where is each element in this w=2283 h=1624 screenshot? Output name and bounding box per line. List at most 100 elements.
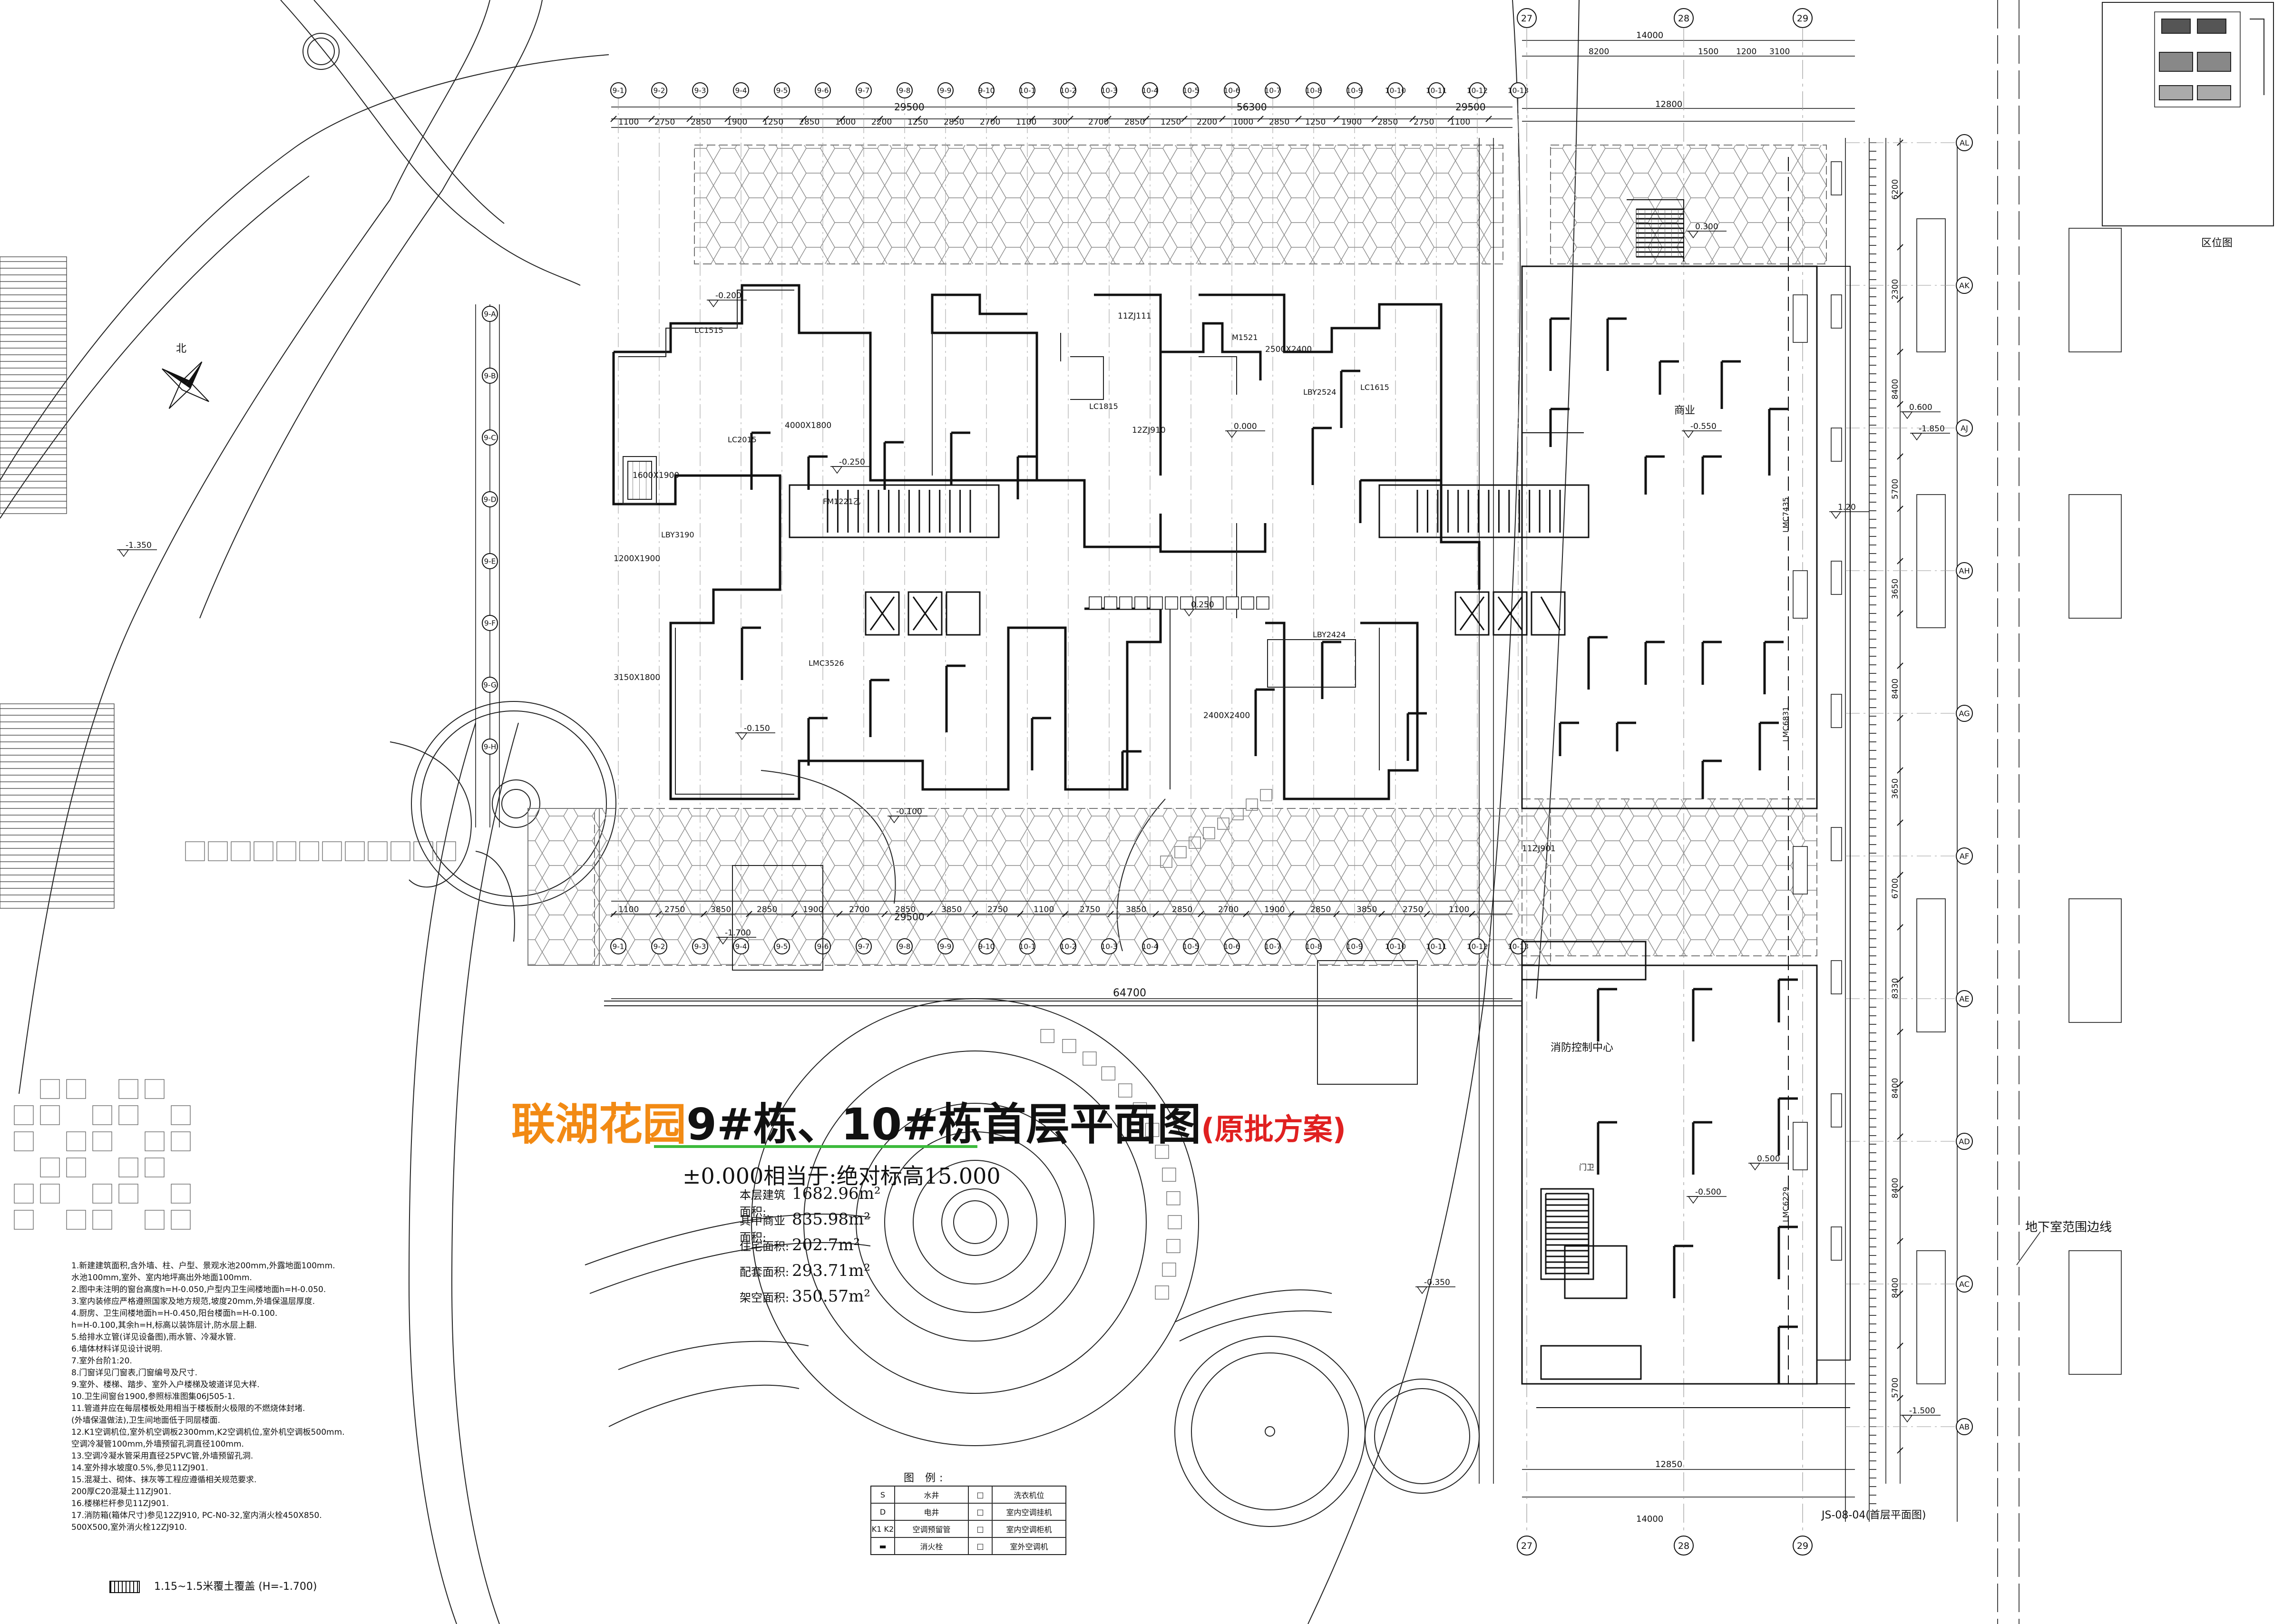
grid-axis-bubble: 9-2 [651,82,667,98]
grid-axis-label: 9-10 [978,87,995,95]
grid-axis-label: 10-8 [1306,87,1322,95]
grid-axis-label: 9-1 [613,943,624,951]
grid-axis-label: 9-8 [899,87,911,95]
note-line: 12.K1空调机位,室外机空调板2300mm,K2空调机位,室外机空调板500m… [71,1428,345,1437]
grid-axis-bubble: 9-E [482,553,498,569]
dimension-text: 6700 [1891,878,1900,899]
right-landscape [1845,0,2122,1624]
grid-axis-bubble: 9-3 [692,82,708,98]
level-value: 0.300 [1695,222,1718,232]
level-value: -1.500 [1909,1406,1935,1416]
building-name: 9#栋、10#栋首层平面图 [686,1099,1201,1150]
grid-axis-bubble: 9-H [482,739,498,755]
grid-axis-bubble: 10-2 [1060,938,1076,954]
window-strips [1089,161,1842,1261]
note-line: 200厚C20混凝土11ZJ901. [71,1487,172,1497]
area-label: 配套面积: [740,1265,790,1279]
note-line: 9.室外、楼梯、踏步、室外入户楼梯及坡道详见大样. [71,1380,260,1390]
left-deck [0,256,115,909]
site-boundary [604,865,1522,1085]
grid-axis-bubble: 9-B [482,368,498,384]
grid-axis-bubble: 10-5 [1183,938,1199,954]
dimension-text: 2700 [1218,905,1239,914]
grid-axis-label: 9-A [484,310,496,319]
grid-axis-label: 10-10 [1385,87,1406,95]
note-line: 5.给排水立管(详见设备图),雨水管、冷凝水管. [71,1332,236,1342]
legend-symbol: D [871,1503,895,1520]
grid-axis-bubble: 10-12 [1467,938,1488,954]
grid-axis-label: AJ [1961,424,1968,433]
drawing-title: 联湖花园9#栋、10#栋首层平面图(原批方案) [511,1089,1346,1152]
level-value: -0.250 [839,457,865,467]
dimension-text: 2750 [1080,905,1100,914]
dimension-text: 2200 [871,117,892,127]
dimension-text: 1100 [1016,117,1036,127]
grid-axis-bubble: 10-10 [1385,82,1406,98]
grid-axis-label: 9-D [484,496,497,504]
grid-axis-label: 29 [1797,13,1808,24]
dimension-text: 8200 [1589,47,1609,57]
grid-axis-bubble: 28 [1674,1536,1694,1556]
room-label: LMC6831 [1781,706,1790,742]
approval-status: (原批方案) [1201,1112,1346,1147]
dimension-text: 3850 [1356,905,1377,914]
dimension-text: 2300 [1891,279,1900,300]
dimension-text: 8330 [1891,978,1900,999]
grid-axis-label: AC [1959,1280,1970,1289]
note-line: 13.空调冷凝水管采用直径25PVC管,外墙预留孔洞. [71,1451,254,1461]
grid-axis-label: 10-13 [1508,87,1529,95]
callout-text: 1200X1900 [614,554,660,564]
grid-axis-bubble: AF [1956,847,1973,865]
callout-text: 4000X1800 [785,421,831,430]
plaza-pavers [14,789,1272,1300]
dimension-text: 1100 [1034,905,1054,914]
level-value: -0.150 [744,724,770,733]
grid-axis-label: 9-5 [776,87,788,95]
grid-axis-label: 9-9 [940,87,952,95]
dimension-text: 1250 [763,117,783,127]
area-label: 本层建筑面积: [740,1188,785,1218]
dimension-text: 2850 [757,905,777,914]
dimension-text: 5700 [1891,1378,1900,1398]
sheet-number-code: JS-08-04 [1822,1509,1866,1521]
grid-axis-label: 10-4 [1142,87,1158,95]
grid-axis-bubble: 9-5 [774,82,790,98]
note-line: (外墙保温做法),卫生间地面低于同层楼面. [71,1416,221,1425]
legend-symbol: □ [968,1503,992,1520]
grid-axis-bubble: 9-7 [856,82,872,98]
dimension-text: 3650 [1891,778,1900,799]
soil-cover-text: 1.15~1.5米覆土覆盖 (H=-1.700) [154,1581,317,1593]
grid-axis-label: 9-F [484,619,496,628]
dimension-text: 1100 [618,905,639,914]
grid-axis-label: AG [1959,709,1970,718]
area-value: 293.71m² [792,1261,870,1280]
grid-axis-label: 9-3 [694,943,706,951]
grid-axis-bubble: 10-6 [1224,938,1240,954]
grid-axis-bubble: 29 [1793,8,1813,28]
dimension-text: 1900 [1264,905,1285,914]
dimension-text: 8400 [1891,1078,1900,1099]
key-plan-label: 区位图 [2201,237,2233,249]
grid-axis-bubble: 10-10 [1385,938,1406,954]
level-mark-icon [736,732,748,740]
area-value: 202.7m² [792,1235,860,1254]
dimension-text: 2700 [980,117,1000,127]
drawing-title-block: 联湖花园9#栋、10#栋首层平面图(原批方案) ±0.000相当于:绝对标高15… [511,1089,1346,1190]
round-plaza [411,701,1480,1527]
room-label: LC2015 [728,435,757,444]
grid-axes-top: 9-19-19-29-29-39-39-49-49-59-59-69-69-79… [610,82,1529,954]
area-row: 配套面积:293.71m² [740,1261,880,1287]
dimension-text: 64700 [1113,987,1146,999]
grid-axis-label: 10-1 [1019,943,1035,951]
legend-text: 空调预留管 [895,1520,968,1537]
project-name: 联湖花园 [511,1099,687,1150]
dimension-text: 1900 [803,905,823,914]
grid-axis-label: 10-12 [1467,943,1488,951]
grid-axis-bubble: 9-6 [815,82,831,98]
elevation-note: ±0.000相当于:绝对标高15.000 [683,1163,1001,1189]
grid-axis-label: 10-9 [1346,87,1363,95]
grid-axis-bubble: 10-7 [1265,82,1281,98]
grid-axis-bubble: AE [1956,990,1973,1007]
